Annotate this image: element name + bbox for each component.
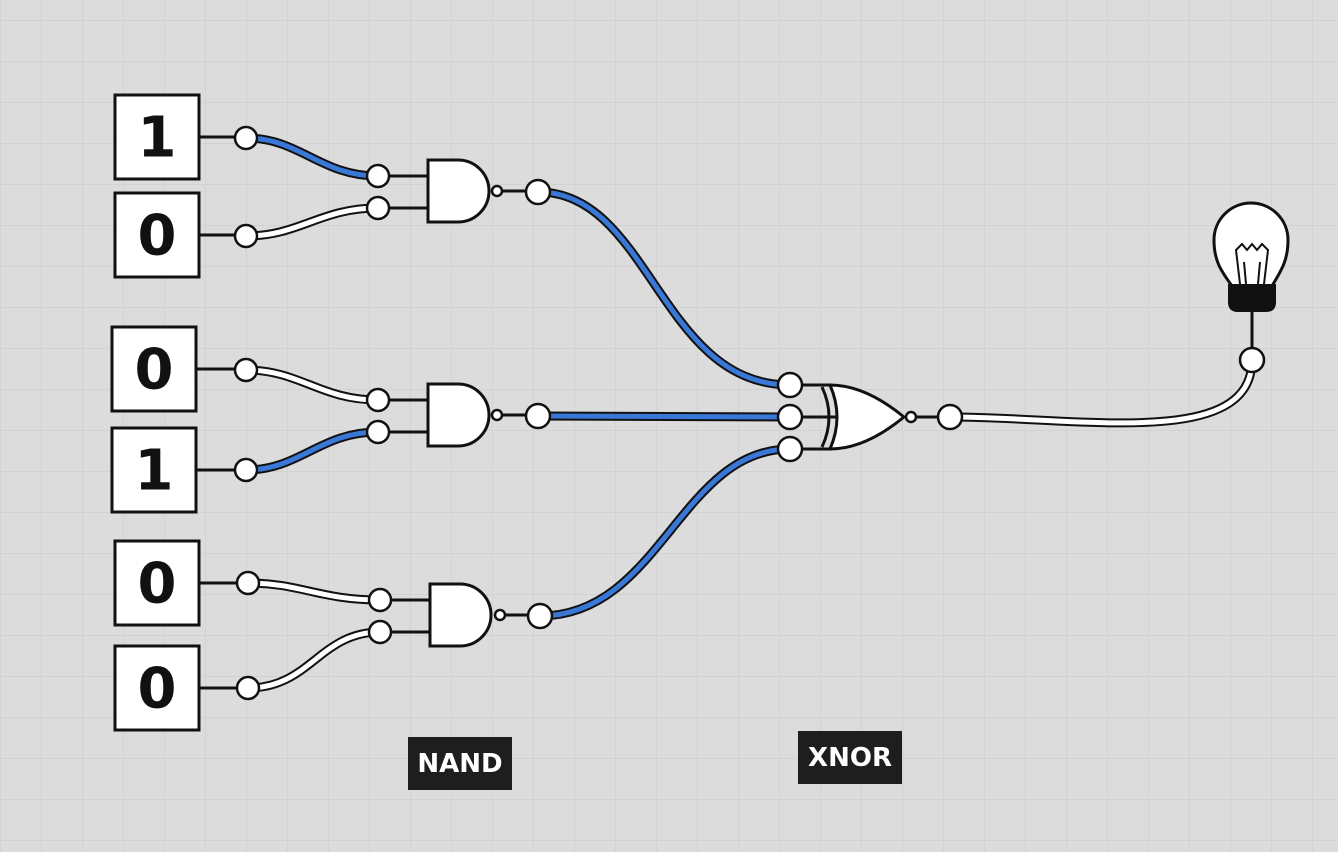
- input-switch-1[interactable]: 1: [113, 93, 240, 181]
- nand-gate-3[interactable]: [380, 582, 530, 648]
- input-switch-2[interactable]: 0: [113, 191, 240, 279]
- wire-sw5-nand3[interactable]: [247, 578, 381, 605]
- nand-gate-1[interactable]: [378, 158, 528, 224]
- pin-nand1-in2[interactable]: [365, 195, 391, 221]
- wire-sw6-nand3[interactable]: [247, 627, 381, 693]
- connection-pins: [233, 125, 1266, 701]
- pin-nand3-in2[interactable]: [367, 619, 393, 645]
- pin-sw4-out[interactable]: [233, 457, 259, 483]
- input-switch-4[interactable]: 1: [110, 426, 240, 514]
- pin-sw5-out[interactable]: [235, 570, 261, 596]
- pin-xnor-in3[interactable]: [776, 435, 804, 463]
- switch-value: 0: [138, 552, 177, 617]
- wire-nand2-xnor[interactable]: [537, 411, 791, 422]
- pin-nand2-in1[interactable]: [365, 387, 391, 413]
- pin-nand1-in1[interactable]: [365, 163, 391, 189]
- wire-nand3-xnor[interactable]: [539, 444, 791, 621]
- pin-nand3-in1[interactable]: [367, 587, 393, 613]
- pin-nand3-out[interactable]: [526, 602, 554, 630]
- pin-nand2-in2[interactable]: [365, 419, 391, 445]
- pin-nand2-out[interactable]: [524, 402, 552, 430]
- pin-sw6-out[interactable]: [235, 675, 261, 701]
- switch-value: 0: [138, 657, 177, 722]
- wire-nand1-xnor[interactable]: [537, 187, 791, 390]
- pin-xnor-in2[interactable]: [776, 403, 804, 431]
- input-switch-3[interactable]: 0: [110, 325, 240, 413]
- pin-sw3-out[interactable]: [233, 357, 259, 383]
- pin-bulb-in[interactable]: [1238, 346, 1266, 374]
- light-bulb-icon[interactable]: [1212, 201, 1290, 348]
- wire-sw4-nand2[interactable]: [245, 427, 379, 475]
- xnor-label-text: XNOR: [808, 743, 892, 773]
- switch-value: 1: [135, 439, 174, 504]
- pin-sw2-out[interactable]: [233, 223, 259, 249]
- wire-sw2-nand1[interactable]: [245, 203, 379, 241]
- nand-label-text: NAND: [417, 749, 502, 779]
- switch-value: 0: [135, 338, 174, 403]
- xnor-gate[interactable]: [790, 383, 940, 451]
- xnor-label: XNOR: [798, 731, 902, 784]
- wire-sw3-nand2[interactable]: [245, 365, 379, 405]
- pin-xnor-out[interactable]: [936, 403, 964, 431]
- wire-xnor-bulb[interactable]: [949, 359, 1257, 428]
- switch-value: 0: [138, 204, 177, 269]
- pin-xnor-in1[interactable]: [776, 371, 804, 399]
- pin-nand1-out[interactable]: [524, 178, 552, 206]
- wire-sw1-nand1[interactable]: [245, 133, 379, 181]
- wires: [245, 133, 1257, 693]
- nand-gate-2[interactable]: [378, 382, 528, 448]
- nand-label: NAND: [408, 737, 512, 790]
- switch-value: 1: [138, 106, 177, 171]
- input-switch-6[interactable]: 0: [113, 644, 242, 732]
- input-switch-5[interactable]: 0: [113, 539, 242, 627]
- pin-sw1-out[interactable]: [233, 125, 259, 151]
